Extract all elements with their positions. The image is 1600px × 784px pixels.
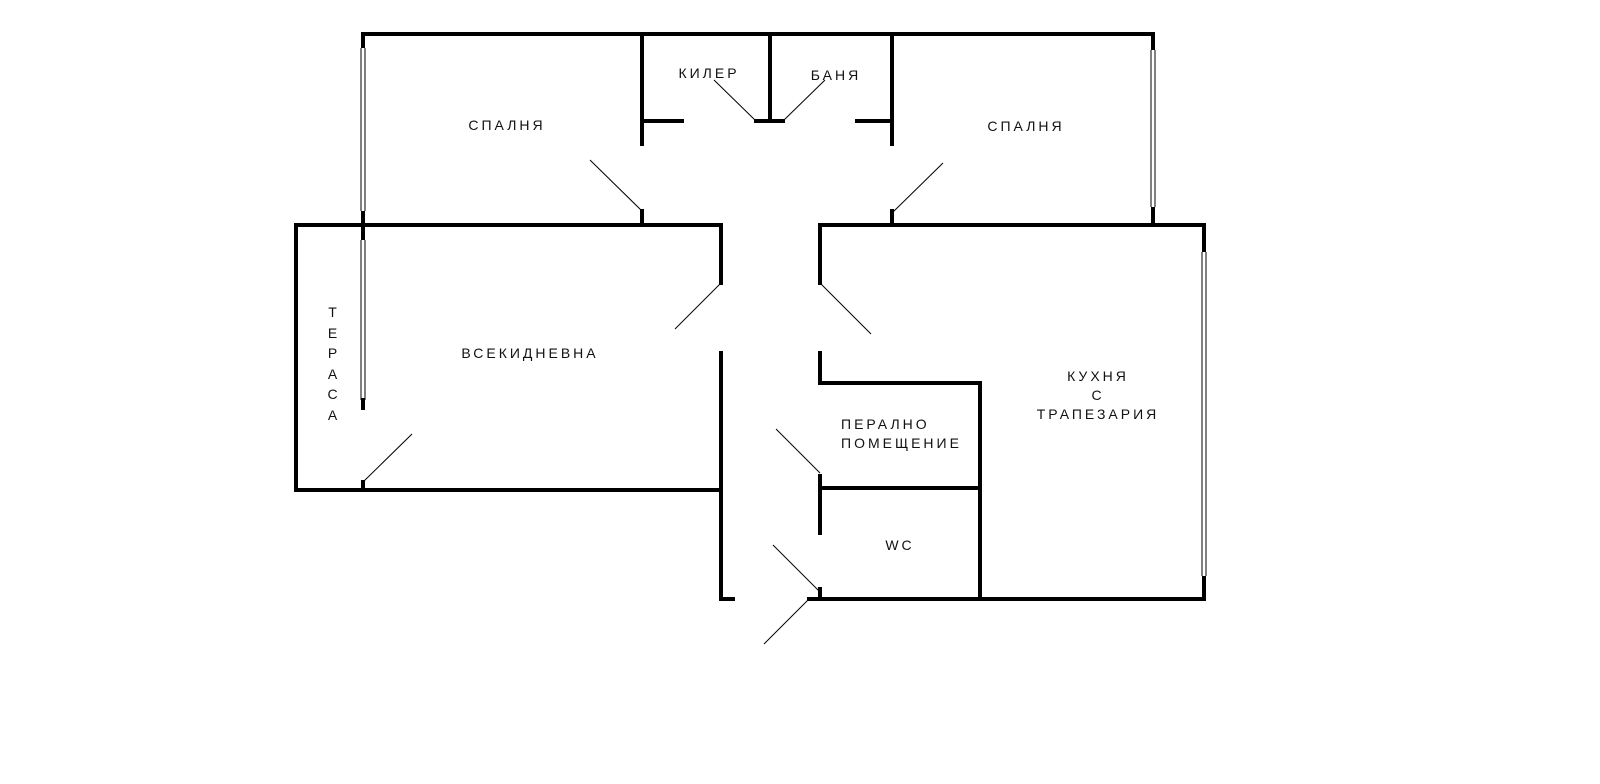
- wall-laundry-top: [818, 381, 982, 601]
- window-kitchen: [1201, 252, 1207, 576]
- door-bathroom: [782, 79, 826, 122]
- door-entrance: [763, 598, 810, 645]
- room-label-terrace: Т Е Р А С А: [327, 304, 341, 423]
- doors: [362, 79, 944, 645]
- wall-kitchen-outer: [807, 223, 1206, 601]
- window-bedroom-left: [360, 48, 366, 211]
- wall-living-outer: [294, 223, 723, 492]
- room-label-kitchen: КУХНЯ С ТРАПЕЗАРИЯ: [1036, 368, 1160, 422]
- room-label-bedroom-right: СПАЛНЯ: [987, 118, 1065, 134]
- door-bedroom-right: [891, 162, 944, 214]
- windows: [360, 48, 1207, 576]
- door-pantry: [713, 79, 757, 122]
- door-laundry: [775, 428, 821, 474]
- room-label-living-room: ВСЕКИДНЕВНА: [461, 345, 599, 361]
- room-label-laundry: ПЕРАЛНО ПОМЕЩЕНИЕ: [841, 416, 962, 451]
- door-bedroom-left: [589, 159, 643, 212]
- door-living-room: [674, 282, 722, 330]
- wall-corridor-left: [719, 351, 735, 601]
- room-label-bathroom: БАНЯ: [810, 67, 862, 83]
- room-label-pantry: КИЛЕР: [678, 65, 740, 81]
- door-terrace: [362, 433, 413, 483]
- room-label-bedroom-left: СПАЛНЯ: [468, 117, 546, 133]
- window-living-terrace: [360, 223, 366, 410]
- window-bedroom-right: [1150, 50, 1156, 207]
- walls: [294, 32, 1206, 601]
- room-label-wc: WC: [885, 537, 915, 553]
- door-kitchen: [819, 282, 872, 335]
- door-wc: [772, 544, 821, 593]
